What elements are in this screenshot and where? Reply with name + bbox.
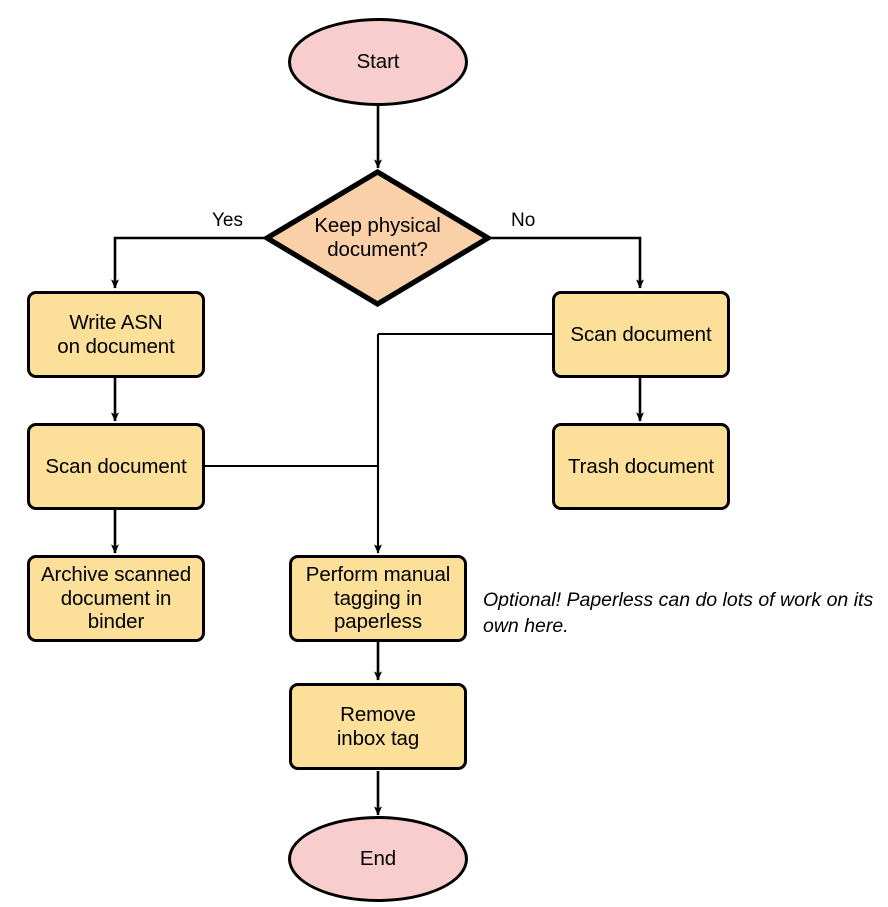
node-keep-physical-label: Keep physical document? bbox=[314, 214, 441, 261]
node-start-label: Start bbox=[356, 50, 400, 74]
node-trash[interactable]: Trash document bbox=[552, 423, 730, 510]
node-archive-binder-label: Archive scanned document in binder bbox=[40, 562, 192, 634]
node-remove-inbox[interactable]: Remove inbox tag bbox=[289, 683, 467, 770]
edge-label-no-text: No bbox=[511, 210, 536, 231]
node-scan-right-label: Scan document bbox=[570, 322, 712, 346]
node-archive-binder[interactable]: Archive scanned document in binder bbox=[27, 555, 205, 642]
node-trash-label: Trash document bbox=[568, 454, 714, 478]
annotation-optional: Optional! Paperless can do lots of work … bbox=[483, 588, 883, 639]
node-write-asn[interactable]: Write ASN on document bbox=[27, 291, 205, 378]
node-scan-left[interactable]: Scan document bbox=[27, 423, 205, 510]
node-keep-physical[interactable]: Keep physical document? bbox=[264, 169, 491, 307]
edge-label-no: No bbox=[509, 210, 538, 232]
node-manual-tagging-label: Perform manual tagging in paperless bbox=[305, 562, 451, 634]
node-manual-tagging[interactable]: Perform manual tagging in paperless bbox=[289, 555, 467, 642]
node-keep-physical-text: Keep physical document? bbox=[264, 169, 491, 307]
node-end[interactable]: End bbox=[288, 816, 468, 902]
node-scan-left-label: Scan document bbox=[45, 454, 187, 478]
edge-label-yes: Yes bbox=[210, 210, 245, 232]
node-end-label: End bbox=[359, 847, 397, 871]
node-start[interactable]: Start bbox=[288, 18, 468, 106]
edge-label-yes-text: Yes bbox=[212, 210, 243, 231]
diamond-shape bbox=[264, 169, 491, 307]
edge-keep-physical-yes-to-write-asn bbox=[111, 236, 264, 289]
node-remove-inbox-label: Remove inbox tag bbox=[336, 702, 420, 750]
node-write-asn-label: Write ASN on document bbox=[57, 310, 175, 358]
annotation-optional-text: Optional! Paperless can do lots of work … bbox=[483, 589, 874, 637]
edge-keep-physical-no-to-scan-right bbox=[491, 236, 644, 289]
node-scan-right[interactable]: Scan document bbox=[552, 291, 730, 378]
